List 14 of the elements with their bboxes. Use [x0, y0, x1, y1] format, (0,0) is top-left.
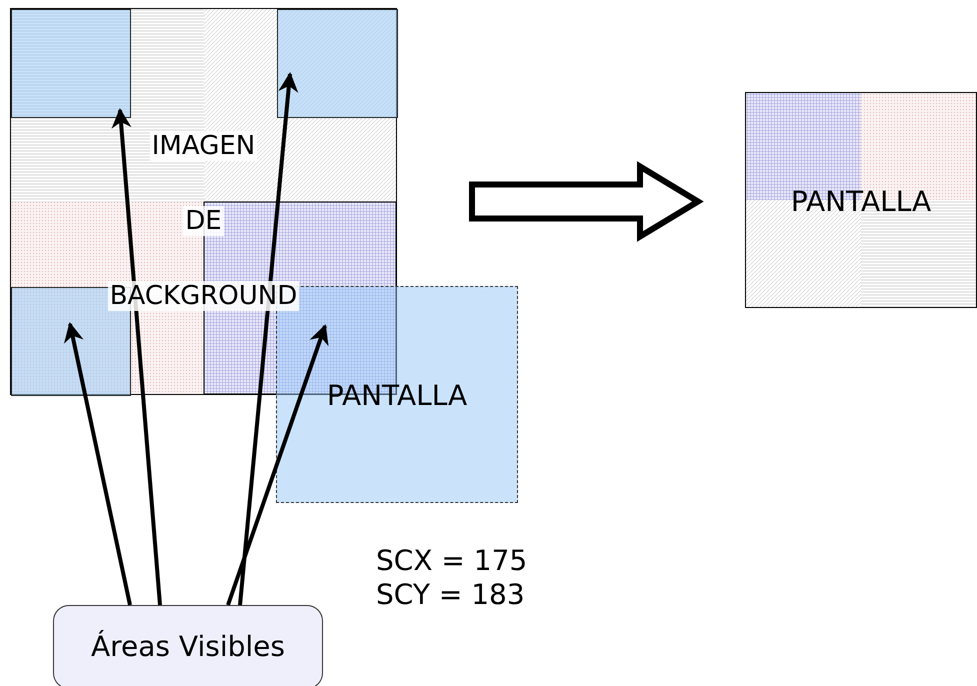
arrow: [238, 72, 298, 606]
screen-box: [745, 92, 977, 308]
arrow: [64, 322, 132, 606]
arrow: [226, 324, 329, 606]
screen-label: PANTALLA: [790, 185, 932, 218]
screen-label: PANTALLA: [326, 379, 468, 412]
arrow: [111, 108, 162, 606]
visible-area: [277, 9, 398, 118]
box-label: Áreas Visibles: [90, 630, 286, 663]
variable-label: SCY = 183: [376, 578, 525, 611]
variable-label: SCX = 175: [376, 544, 528, 577]
visible-area: [11, 9, 131, 118]
process-box: [53, 605, 323, 686]
block-arrow: [469, 161, 704, 242]
